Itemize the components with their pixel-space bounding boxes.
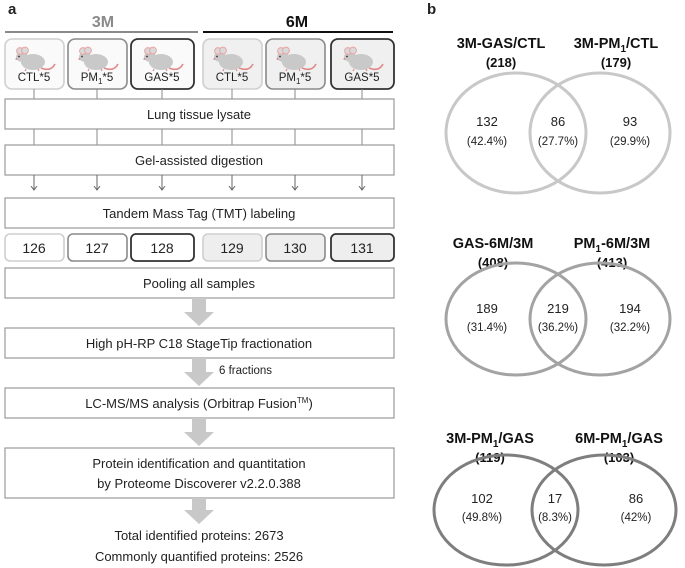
tmt-channel-127	[67, 233, 128, 262]
venn-left-only-pct: (42.4%)	[467, 136, 507, 148]
mouse-box-3m-pm1: PM1*5	[67, 38, 128, 90]
venn-left-count: (408)	[478, 255, 508, 270]
venn-left-title: GAS-6M/3M	[453, 236, 534, 252]
venn-right-only-pct: (29.9%)	[610, 136, 650, 148]
venn-diagram-2: GAS-6M/3M (408) PM1-6M/3M (413) 189 (31.…	[444, 236, 672, 377]
tmt-channel-label: 131	[350, 240, 374, 256]
venn-right-only-pct: (42%)	[621, 512, 652, 524]
mouse-label: PM1*5	[81, 72, 114, 86]
mouse-row: CTL*5 PM1*5 GAS*5 CTL*5 PM1*5 GAS*5	[4, 38, 395, 90]
venn-overlap: 86	[551, 114, 565, 129]
panel-a-label: a	[8, 1, 17, 18]
venn-overlap: 17	[548, 491, 562, 506]
venn-left-only: 102	[471, 491, 493, 506]
venn-left-circle	[444, 261, 588, 377]
step-box-lysate	[4, 98, 395, 130]
tmt-channel-label: 129	[220, 240, 244, 256]
tmt-channel-label: 130	[283, 240, 307, 256]
connector-arrows	[34, 175, 362, 190]
venn-left-title: 3M-PM1/GAS	[446, 431, 534, 450]
venn-overlap-pct: (8.3%)	[538, 512, 572, 524]
tmt-channel-130	[265, 233, 326, 262]
mouse-box-6m-ctl: CTL*5	[202, 38, 263, 90]
step-lysate: Lung tissue lysate	[147, 107, 251, 122]
venn-left-only: 132	[476, 114, 498, 129]
venn-left-title: 3M-GAS/CTL	[457, 36, 546, 52]
result-quantified: Commonly quantified proteins: 2526	[95, 549, 303, 564]
venn-right-circle	[530, 453, 678, 567]
step-box-tmt	[4, 197, 395, 229]
tmt-channel-row: 126 127 128 129 130 131	[4, 233, 395, 262]
venn-overlap-pct: (27.7%)	[538, 136, 578, 148]
venn-diagram-1: 3M-GAS/CTL (218) 3M-PM1/CTL (179) 132 (4…	[444, 36, 672, 195]
step-digestion: Gel-assisted digestion	[135, 153, 263, 168]
tmt-channel-label: 128	[150, 240, 174, 256]
step-lcms: LC-MS/MS analysis (Orbitrap FusionTM)	[85, 396, 313, 411]
venn-overlap-pct: (36.2%)	[538, 322, 578, 334]
flow-arrow	[184, 498, 214, 524]
venn-diagram-3: 3M-PM1/GAS (119) 6M-PM1/GAS (103) 102 (4…	[432, 431, 678, 567]
venn-right-only: 93	[623, 114, 637, 129]
mouse-label: CTL*5	[216, 72, 249, 84]
mouse-label: PM1*5	[279, 72, 312, 86]
step-pooling: Pooling all samples	[143, 276, 256, 291]
venn-left-only: 189	[476, 301, 498, 316]
step-box-lcms	[4, 387, 395, 419]
venn-left-only-pct: (49.8%)	[462, 512, 502, 524]
mouse-box-3m-ctl: CTL*5	[4, 38, 65, 90]
flow-arrow	[184, 298, 214, 326]
step-identification-line2: by Proteome Discoverer v2.2.0.388	[97, 476, 301, 491]
step-box-pooling	[4, 267, 395, 299]
step-box-fractionation	[4, 327, 395, 359]
venn-left-circle	[432, 453, 580, 567]
fractions-note: 6 fractions	[219, 365, 272, 377]
venn-right-title: 3M-PM1/CTL	[574, 36, 659, 55]
venn-right-circle	[528, 71, 672, 195]
mouse-box-6m-gas: GAS*5	[330, 38, 395, 90]
group-3m-label: 3M	[92, 14, 114, 31]
venn-right-only: 194	[619, 301, 641, 316]
venn-overlap: 219	[547, 301, 569, 316]
step-identification-line1: Protein identification and quantitation	[92, 456, 305, 471]
flow-arrow	[184, 358, 214, 386]
venn-right-title: 6M-PM1/GAS	[575, 431, 663, 450]
tmt-channel-129	[202, 233, 263, 262]
venn-right-title: PM1-6M/3M	[574, 236, 650, 255]
step-tmt: Tandem Mass Tag (TMT) labeling	[103, 206, 296, 221]
step-fractionation: High pH-RP C18 StageTip fractionation	[86, 336, 312, 351]
venn-right-only-pct: (32.2%)	[610, 322, 650, 334]
connector-lines-2	[33, 129, 363, 145]
step-box-identification	[4, 447, 395, 499]
venn-left-only-pct: (31.4%)	[467, 322, 507, 334]
tmt-channel-label: 126	[22, 240, 46, 256]
mouse-label: GAS*5	[344, 72, 379, 84]
connector-lines-1	[33, 89, 363, 99]
tmt-channel-131	[330, 233, 395, 262]
venn-right-circle	[528, 261, 672, 377]
venn-left-circle	[444, 71, 588, 195]
tmt-channel-126	[4, 233, 65, 262]
venn-right-count: (179)	[601, 55, 631, 70]
panel-b-label: b	[427, 1, 436, 18]
tmt-channel-label: 127	[85, 240, 109, 256]
mouse-box-6m-pm1: PM1*5	[265, 38, 326, 90]
tmt-channel-128	[130, 233, 195, 262]
step-box-digestion	[4, 144, 395, 176]
flow-arrow	[184, 418, 214, 446]
venn-left-count: (218)	[486, 55, 516, 70]
mouse-label: GAS*5	[144, 72, 179, 84]
venn-right-only: 86	[629, 491, 643, 506]
result-total: Total identified proteins: 2673	[114, 528, 283, 543]
mouse-box-3m-gas: GAS*5	[130, 38, 195, 90]
mouse-label: CTL*5	[18, 72, 51, 84]
group-6m-label: 6M	[286, 14, 308, 31]
